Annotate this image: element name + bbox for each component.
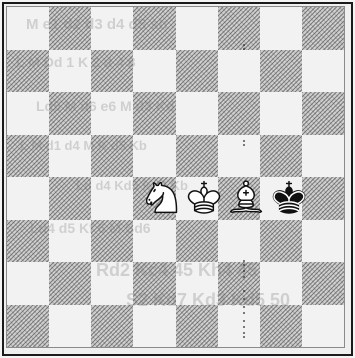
board-square-d7[interactable] [133, 50, 175, 93]
board-square-c6[interactable] [91, 92, 133, 135]
board-square-b5[interactable] [49, 135, 91, 178]
board-square-a2[interactable] [7, 262, 49, 305]
board-square-e1[interactable] [176, 305, 218, 348]
board-square-a1[interactable] [7, 305, 49, 348]
board-square-h1[interactable] [302, 305, 344, 348]
board-square-d8[interactable] [133, 7, 175, 50]
board-square-d2[interactable] [133, 262, 175, 305]
board-square-e6[interactable] [176, 92, 218, 135]
white-bishop-icon [225, 176, 267, 218]
board-square-f3[interactable] [218, 220, 260, 263]
board-square-a6[interactable] [7, 92, 49, 135]
board-square-c8[interactable] [91, 7, 133, 50]
board-square-h2[interactable] [302, 262, 344, 305]
board-square-a3[interactable] [7, 220, 49, 263]
board-square-h6[interactable] [302, 92, 344, 135]
board-square-h7[interactable] [302, 50, 344, 93]
board-square-e8[interactable] [176, 7, 218, 50]
board-square-g5[interactable] [260, 135, 302, 178]
board-square-c1[interactable] [91, 305, 133, 348]
board-square-e5[interactable] [176, 135, 218, 178]
board-square-b2[interactable] [49, 262, 91, 305]
board-square-g2[interactable] [260, 262, 302, 305]
board-square-f5[interactable] [218, 135, 260, 178]
board-square-d1[interactable] [133, 305, 175, 348]
board-square-b6[interactable] [49, 92, 91, 135]
black-king-piece[interactable] [268, 176, 310, 218]
board-square-f8[interactable] [218, 7, 260, 50]
board-square-a7[interactable] [7, 50, 49, 93]
board-square-e2[interactable] [176, 262, 218, 305]
board-square-f1[interactable] [218, 305, 260, 348]
board-square-g8[interactable] [260, 7, 302, 50]
white-king-piece[interactable] [183, 176, 225, 218]
board-square-g7[interactable] [260, 50, 302, 93]
board-square-c3[interactable] [91, 220, 133, 263]
board-square-b3[interactable] [49, 220, 91, 263]
black-king-icon [268, 176, 310, 218]
board-square-f6[interactable] [218, 92, 260, 135]
board-square-b4[interactable] [49, 177, 91, 220]
board-square-c5[interactable] [91, 135, 133, 178]
board-square-g3[interactable] [260, 220, 302, 263]
board-square-e7[interactable] [176, 50, 218, 93]
white-knight-icon [141, 176, 183, 218]
board-square-d3[interactable] [133, 220, 175, 263]
board-square-f2[interactable] [218, 262, 260, 305]
board-square-g1[interactable] [260, 305, 302, 348]
white-king-icon [183, 176, 225, 218]
board-square-c7[interactable] [91, 50, 133, 93]
white-bishop-piece[interactable] [225, 176, 267, 218]
board-square-f7[interactable] [218, 50, 260, 93]
board-square-g6[interactable] [260, 92, 302, 135]
board-square-e3[interactable] [176, 220, 218, 263]
board-square-a8[interactable] [7, 7, 49, 50]
board-square-a4[interactable] [7, 177, 49, 220]
board-square-b7[interactable] [49, 50, 91, 93]
board-square-a5[interactable] [7, 135, 49, 178]
board-square-c4[interactable] [91, 177, 133, 220]
board-square-b1[interactable] [49, 305, 91, 348]
board-square-h8[interactable] [302, 7, 344, 50]
board-square-b8[interactable] [49, 7, 91, 50]
white-knight-piece[interactable] [141, 176, 183, 218]
board-square-c2[interactable] [91, 262, 133, 305]
board-square-h3[interactable] [302, 220, 344, 263]
board-square-d6[interactable] [133, 92, 175, 135]
board-square-d5[interactable] [133, 135, 175, 178]
board-square-h5[interactable] [302, 135, 344, 178]
